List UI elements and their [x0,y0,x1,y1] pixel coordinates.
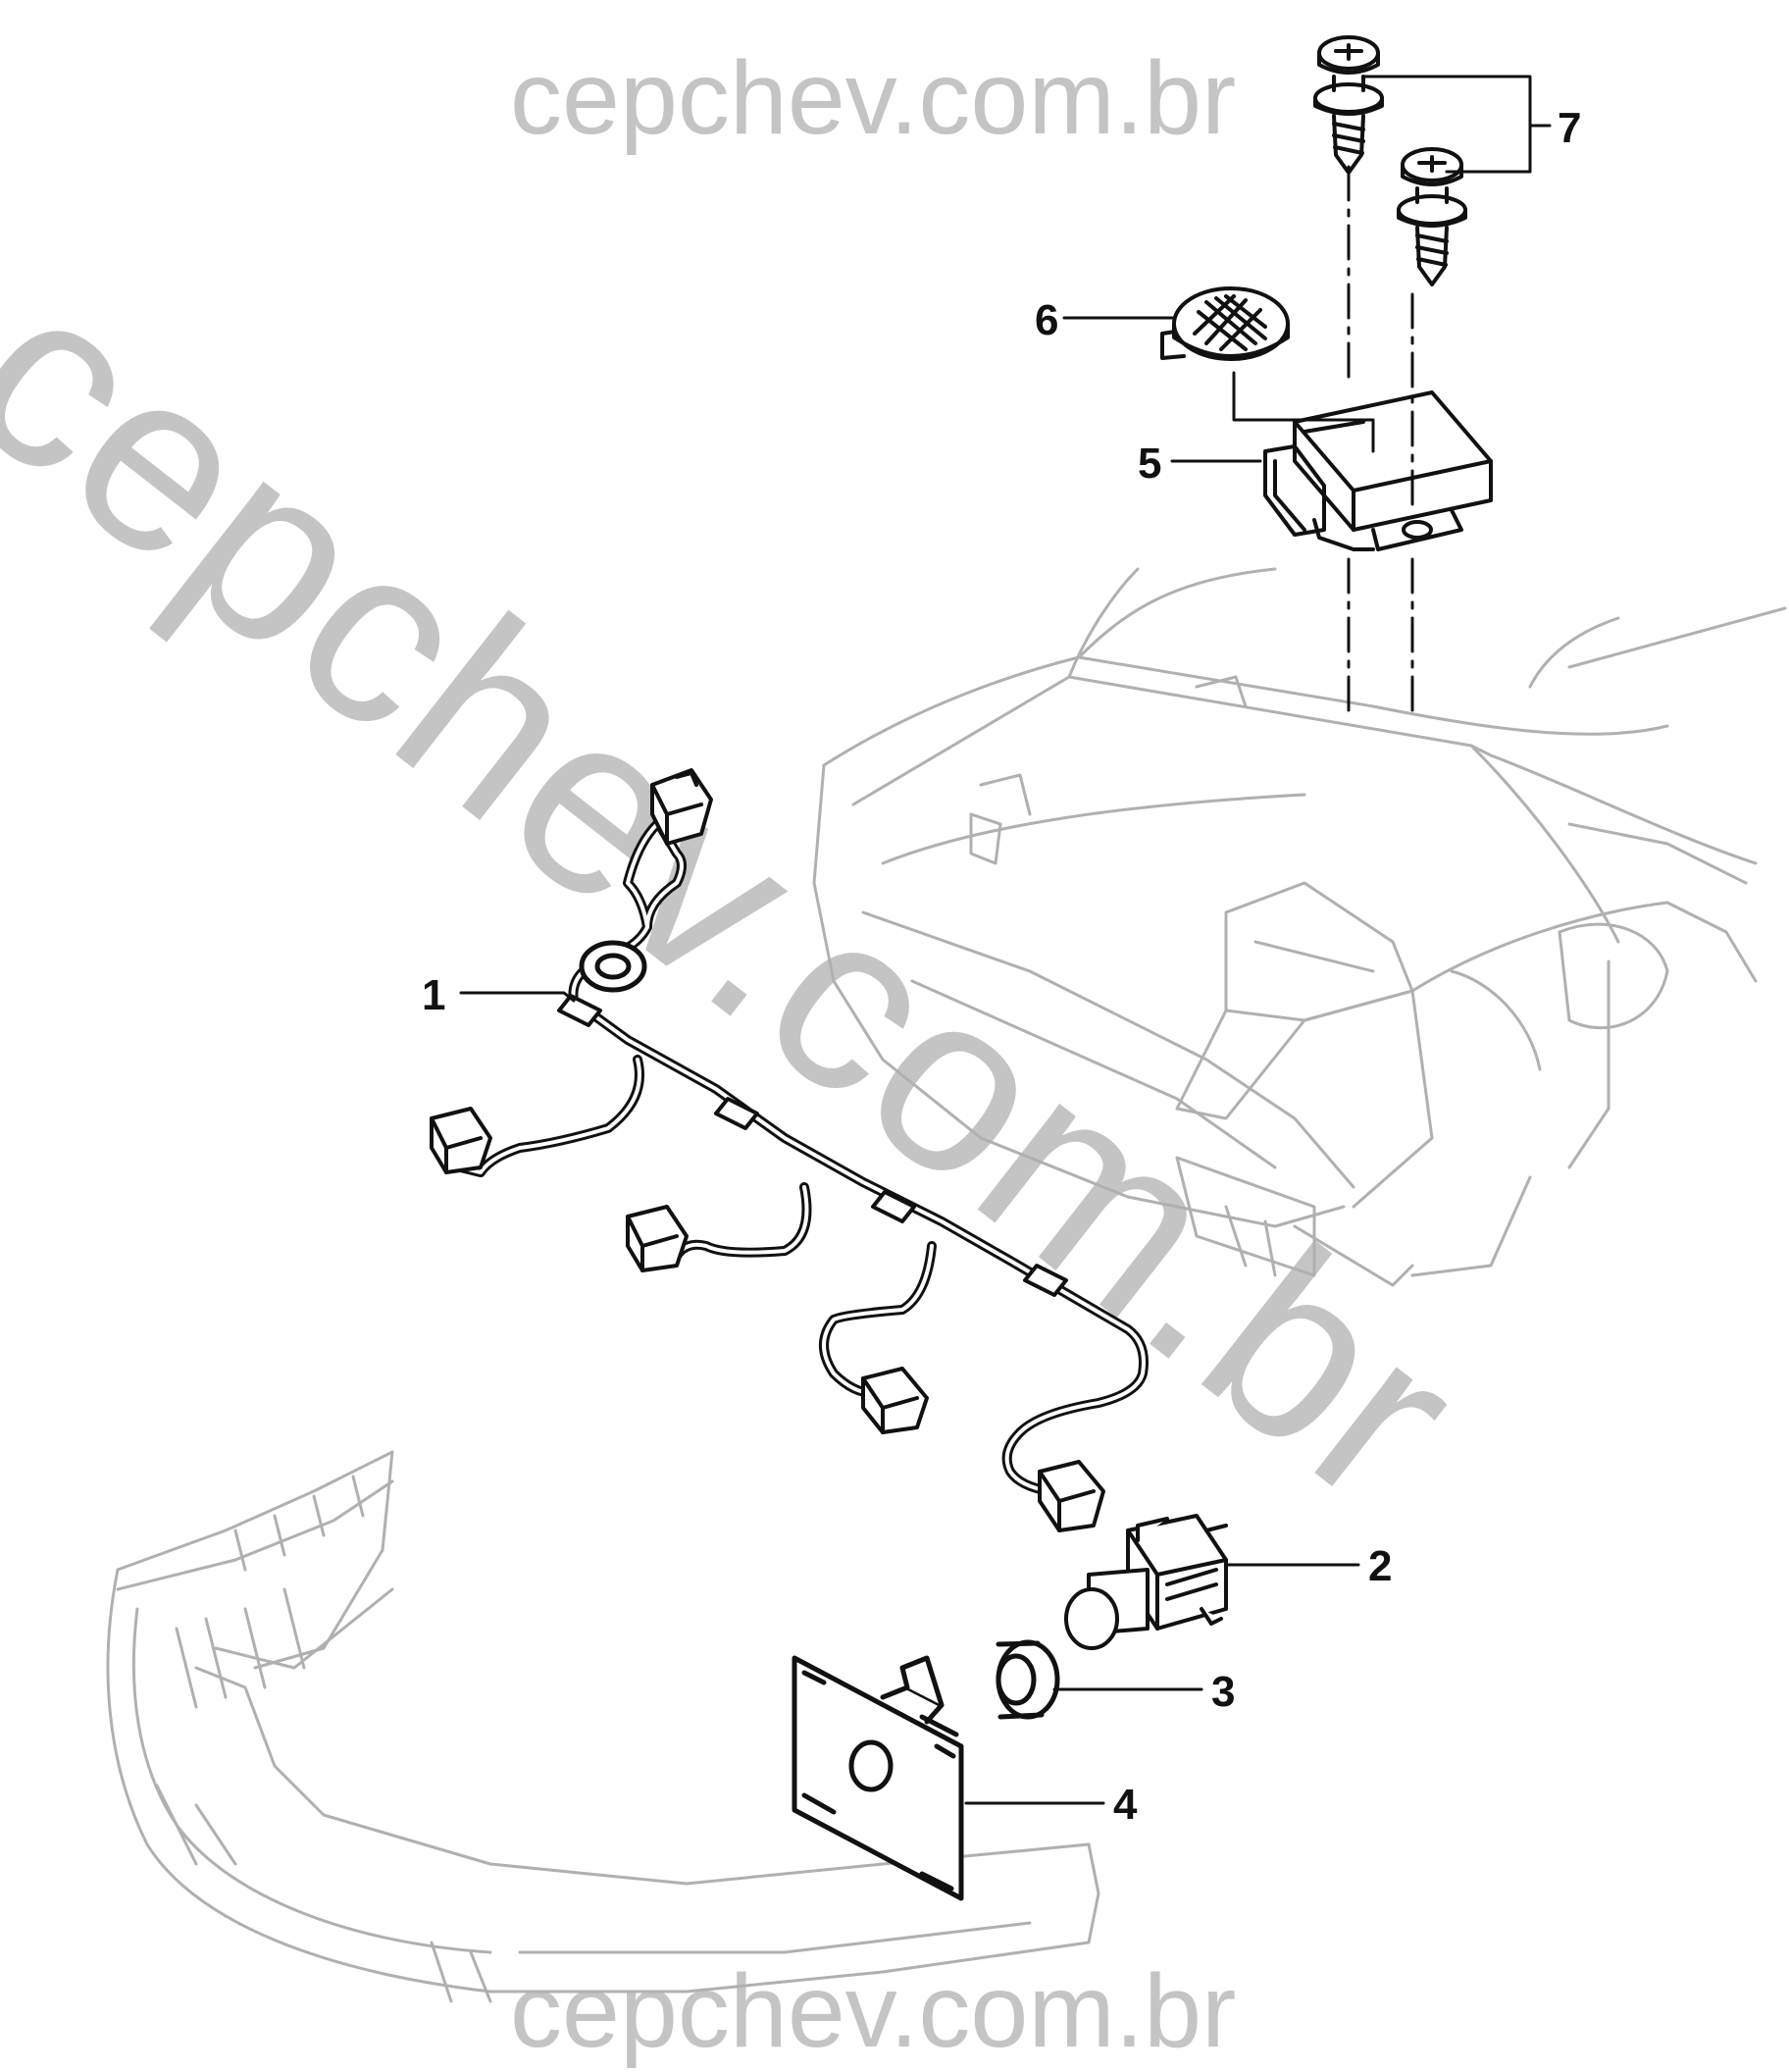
bumper-outline [106,1450,1100,2003]
control-module [1263,390,1493,551]
bolt-pair [1313,35,1467,286]
harness-grommet [579,940,647,993]
harness-clips [557,994,1068,1297]
wiring-harness-highlight [459,822,1146,1493]
callout-part-4: 4 [1113,1781,1138,1829]
callout-part-3: 3 [1211,1668,1236,1716]
alignment-lines [1347,165,1414,718]
buzzer [1160,286,1290,361]
callout-part-5: 5 [1138,440,1162,488]
callout-part-2: 2 [1368,1542,1393,1590]
sensor-ring [996,1639,1060,1720]
callout-part-1: 1 [422,971,446,1019]
callout-part-7: 7 [1558,104,1582,152]
harness-connectors [430,768,1105,1532]
sensor-bracket [792,1655,964,1901]
leader-lines [459,75,1552,1805]
parking-sensor [1064,1514,1228,1650]
car-body-outline [812,567,1787,1287]
wiring-harness [456,819,1149,1496]
watermark-top: cepchev.com.br [510,40,1237,156]
callout-part-6: 6 [1035,296,1059,344]
